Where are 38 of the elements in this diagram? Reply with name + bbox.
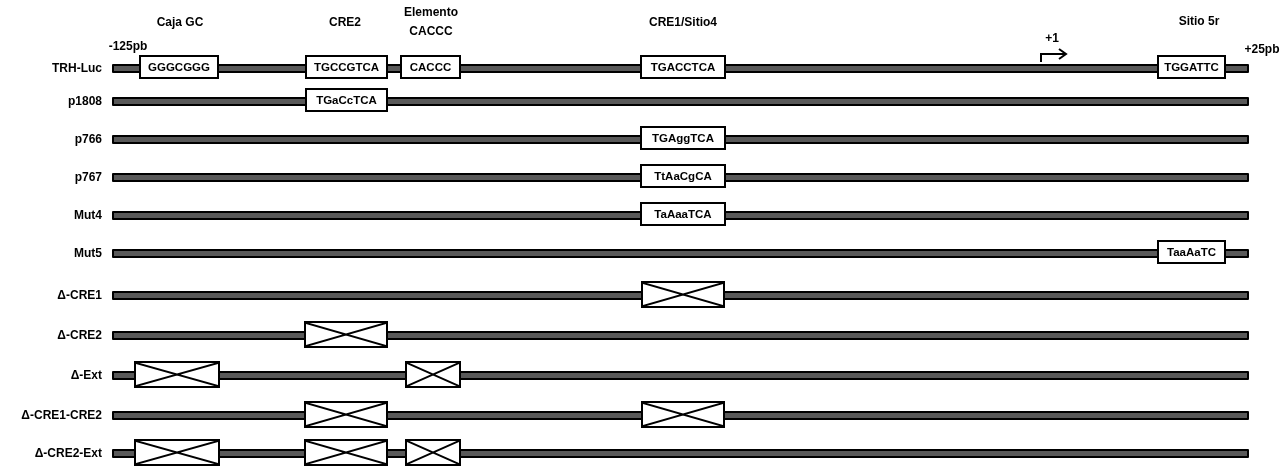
sequence-box: TGGATTC — [1157, 55, 1226, 79]
sequence-box: TGAggTCA — [640, 126, 726, 150]
annotation-label: Elemento CACCC — [403, 4, 459, 40]
construct-label: Δ-CRE1-CRE2 — [21, 407, 102, 423]
construct-label: Mut4 — [74, 207, 102, 223]
deletion-box — [304, 321, 388, 348]
deletion-box — [405, 439, 461, 466]
annotation-label: -125pb — [108, 38, 148, 55]
construct-label: p766 — [74, 131, 102, 147]
construct-label: p767 — [74, 169, 102, 185]
deletion-box — [405, 361, 461, 388]
annotation-label: +25pb — [1244, 41, 1280, 58]
construct-label: Δ-CRE2-Ext — [34, 445, 102, 461]
annotation-label: Sitio 5r — [1178, 13, 1220, 30]
sequence-box: TGACCTCA — [640, 55, 726, 79]
sequence-box: TtAaCgCA — [640, 164, 726, 188]
construct-label: Δ-Ext — [70, 367, 102, 383]
sequence-box: TaaAaTC — [1157, 240, 1226, 264]
construct-label: Δ-CRE2 — [57, 327, 102, 343]
deletion-box — [641, 281, 725, 308]
deletion-box — [134, 361, 220, 388]
sequence-box: TGCCGTCA — [305, 55, 388, 79]
sequence-box: TaAaaTCA — [640, 202, 726, 226]
sequence-box: TGaCcTCA — [305, 88, 388, 112]
construct-label: TRH-Luc — [52, 60, 102, 76]
deletion-box — [134, 439, 220, 466]
construct-label: p1808 — [67, 93, 102, 109]
deletion-box — [641, 401, 725, 428]
deletion-box — [304, 401, 388, 428]
construct-label: Δ-CRE1 — [57, 287, 102, 303]
annotation-label: Caja GC — [156, 14, 204, 31]
annotation-label: CRE1/Sitio4 — [649, 14, 717, 31]
annotation-label: CRE2 — [329, 14, 361, 31]
sequence-box: GGGCGGG — [139, 55, 219, 79]
construct-label: Mut5 — [74, 245, 102, 261]
annotation-label: +1 — [1045, 30, 1059, 47]
sequence-box: CACCC — [400, 55, 461, 79]
deletion-box — [304, 439, 388, 466]
